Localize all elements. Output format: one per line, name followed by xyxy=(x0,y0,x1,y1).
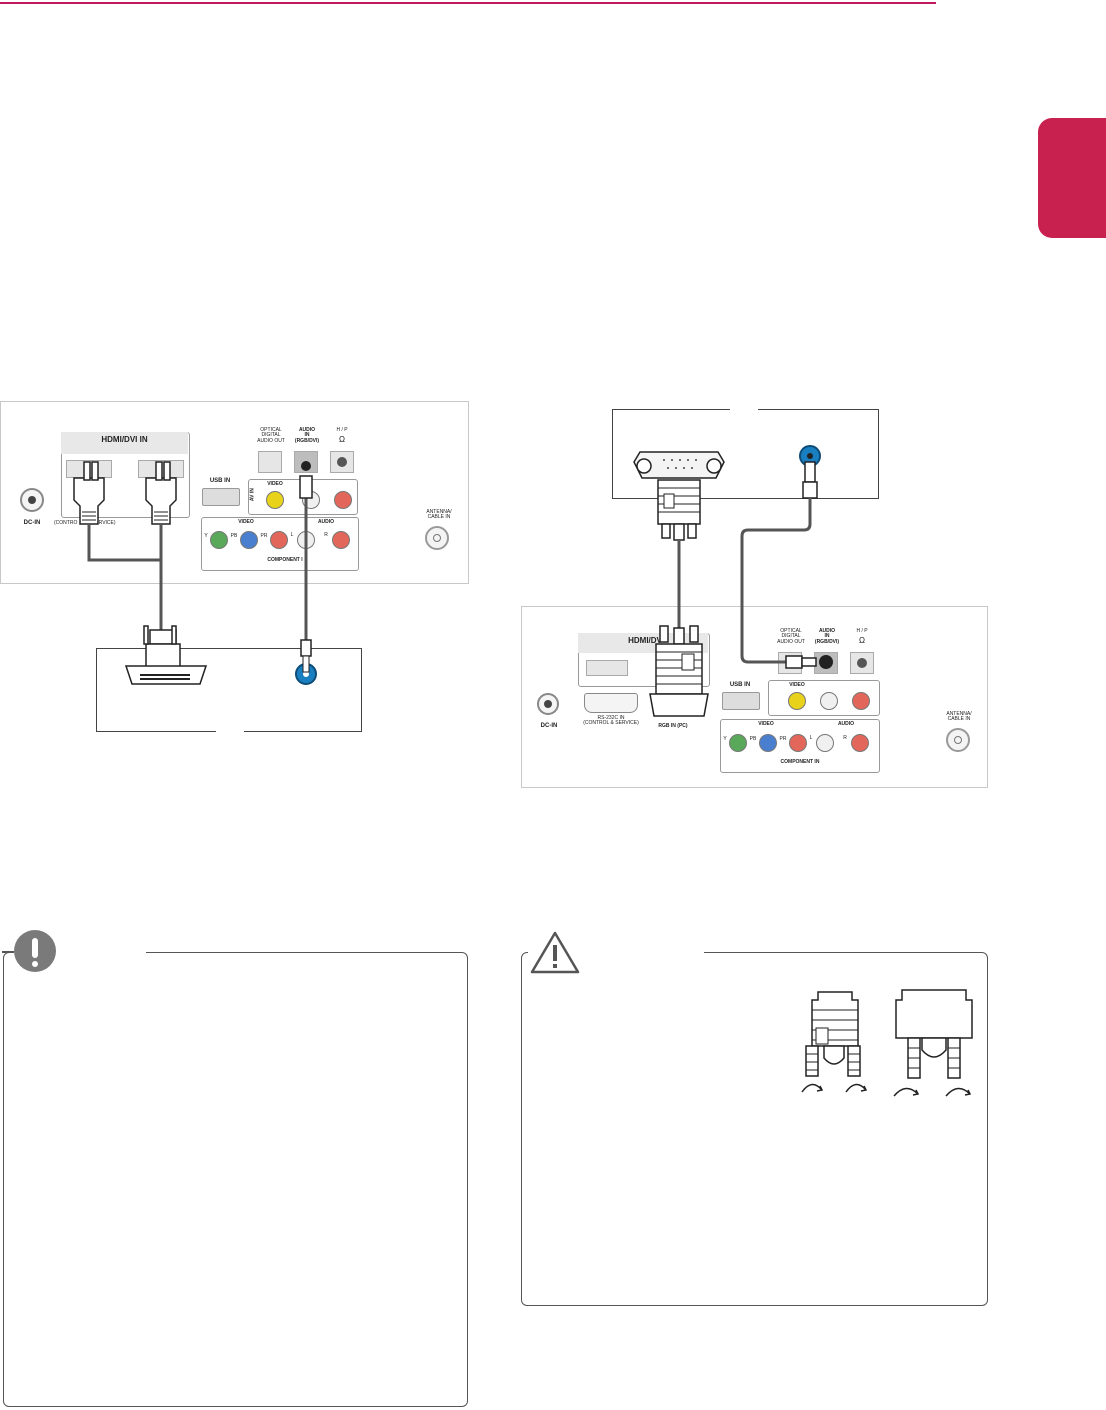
comp-pr-jack xyxy=(270,531,288,549)
comp-l-label: L xyxy=(290,532,294,538)
comp-video-label-right: VIDEO xyxy=(758,721,774,727)
usb-port xyxy=(202,488,240,506)
comp-r-jack xyxy=(332,531,350,549)
component-in-group-right xyxy=(720,719,880,773)
usb-in-label-right: USB IN xyxy=(729,682,751,688)
comp-y-jack xyxy=(210,531,228,549)
rs232-label: RS-232C IN (CONTROL & SERVICE) xyxy=(583,715,639,727)
hdmi-dvi-in-label-right: HDMI/DV xyxy=(628,636,662,645)
rgb-in-label: RGB IN (PC) xyxy=(658,723,688,729)
comp-r-label-right: R xyxy=(843,735,847,741)
audio-in-label: AUDIO IN (RGB/DVI) xyxy=(294,427,320,444)
comp-pb-jack-right xyxy=(759,734,777,752)
hdmi-port-right xyxy=(586,660,628,676)
component-in-label-right: COMPONENT IN xyxy=(780,759,820,765)
note-header-rule xyxy=(2,951,14,953)
av-in-group-right xyxy=(768,680,880,716)
note-header-gap xyxy=(14,946,146,956)
av-audio-r-jack xyxy=(334,491,352,509)
av-video-label: VIDEO xyxy=(267,481,283,487)
comp-y-label: Y xyxy=(204,533,208,539)
caution-box xyxy=(521,952,988,1306)
antenna-label: ANTENNA/ CABLE IN xyxy=(426,509,452,521)
comp-pb-label: PB xyxy=(230,533,238,539)
component-in-label: COMPONENT I xyxy=(267,557,303,563)
antenna-jack-core xyxy=(433,534,441,542)
comp-l-label-right: L xyxy=(809,735,813,741)
control-service-label-a: (CONTRO xyxy=(54,520,78,526)
exclamation-icon-bar xyxy=(32,938,38,958)
dc-in-label-right: DC-IN xyxy=(540,723,558,729)
antenna-jack-right-core xyxy=(954,736,962,744)
dc-in-jack xyxy=(20,488,44,512)
control-service-label-b: SERVICE) xyxy=(92,520,116,526)
rs232-port xyxy=(584,693,638,713)
av-video-jack xyxy=(266,491,284,509)
optical-out-label: OPTICAL DIGITAL AUDIO OUT xyxy=(257,427,285,444)
hdmi-dvi-in-label: HDMI/DVI IN xyxy=(101,435,148,444)
audio-in-label-right: AUDIO IN (RGB/DVI) xyxy=(814,628,840,645)
pc-box-gap-left xyxy=(216,728,244,736)
comp-pb-label-right: PB xyxy=(749,736,757,742)
headphone-icon-right: Ω xyxy=(859,636,865,645)
optical-port xyxy=(258,451,282,473)
top-rule xyxy=(0,2,936,4)
hp-jack xyxy=(337,457,347,467)
language-side-tab xyxy=(1038,118,1106,238)
av-audio-r-jack-right xyxy=(852,692,870,710)
pc-device-box-left xyxy=(96,648,362,732)
dc-in-label: DC-IN xyxy=(23,520,41,526)
dvi-thumbscrew-illustration xyxy=(893,989,973,1097)
pc-box-gap-right xyxy=(730,405,758,413)
comp-video-label: VIDEO xyxy=(238,519,254,525)
dsub-thumbscrew-illustration xyxy=(801,991,868,1093)
hp-label-right: H / P xyxy=(856,628,868,634)
comp-pr-label-right: PR xyxy=(779,736,787,742)
hp-jack-right xyxy=(857,658,867,668)
note-box xyxy=(3,952,468,1407)
warning-triangle-icon xyxy=(530,931,580,974)
comp-pb-jack xyxy=(240,531,258,549)
headphone-icon: Ω xyxy=(339,435,345,444)
antenna-label-right: ANTENNA/ CABLE IN xyxy=(946,711,972,723)
usb-port-right xyxy=(722,692,760,710)
component-in-group xyxy=(201,517,359,571)
comp-r-jack-right xyxy=(851,734,869,752)
dc-in-jack-right-core xyxy=(544,700,552,708)
comp-y-label-right: Y xyxy=(723,736,727,742)
av-video-label-right: VIDEO xyxy=(789,682,805,688)
exclamation-icon-dot xyxy=(32,961,38,967)
comp-pr-label: PR xyxy=(260,533,268,539)
comp-y-jack-right xyxy=(729,734,747,752)
hdmi-header-left xyxy=(61,432,188,454)
comp-audio-label: AUDIO xyxy=(317,519,335,525)
comp-r-label: R xyxy=(324,532,328,538)
dc-in-jack-core xyxy=(28,496,36,504)
hp-label: H / P xyxy=(336,427,348,433)
antenna-jack xyxy=(425,526,449,550)
optical-out-label-right: OPTICAL DIGITAL AUDIO OUT xyxy=(777,628,805,645)
av-audio-l-jack-right xyxy=(820,692,838,710)
caution-header-gap xyxy=(528,946,704,956)
av-video-jack-right xyxy=(788,692,806,710)
usb-in-label: USB IN xyxy=(209,478,231,484)
comp-pr-jack-right xyxy=(789,734,807,752)
comp-l-jack-right xyxy=(816,734,834,752)
comp-audio-label-right: AUDIO xyxy=(837,721,855,727)
